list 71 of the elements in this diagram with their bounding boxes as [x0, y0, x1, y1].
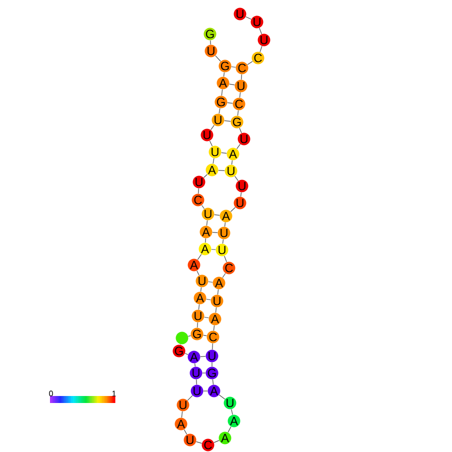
backbone-line [209, 140, 213, 146]
backbone-line [224, 222, 226, 227]
backbone-line [240, 192, 242, 197]
backbone-line [212, 343, 213, 350]
backbone-line [184, 353, 188, 355]
backbone-line [222, 239, 224, 244]
backbone-line [231, 409, 233, 415]
base-pair-line [203, 334, 207, 336]
base-pair-line [211, 249, 216, 250]
backbone-line [221, 89, 223, 96]
backbone-line [237, 110, 239, 116]
backbone-line [224, 256, 227, 262]
base-pair-line [229, 84, 235, 86]
base-pair-line [202, 372, 206, 374]
base-pair-line [203, 390, 208, 392]
backbone-line [200, 287, 202, 292]
base-pair-line [204, 316, 209, 318]
nucleotide-circle [176, 332, 188, 344]
backbone-line [198, 304, 200, 310]
backbone-line [201, 204, 205, 210]
backbone-line [188, 335, 192, 337]
base-pair-line [206, 298, 211, 300]
backbone-line [228, 426, 232, 433]
backbone-line [236, 144, 240, 150]
backbone-line [218, 394, 226, 400]
backbone-line [217, 289, 219, 295]
backbone-line [215, 55, 221, 62]
backbone-line [231, 160, 233, 165]
backbone-line [181, 411, 183, 418]
backbone-line [218, 108, 220, 114]
backbone-line [246, 16, 252, 20]
backbone-line [234, 176, 238, 182]
backbone-line [241, 74, 242, 80]
backbone-line [203, 174, 208, 178]
base-pair-line [218, 170, 225, 171]
backbone-line [210, 124, 214, 130]
backbone-line [212, 158, 214, 164]
backbone-line [197, 322, 198, 328]
backbone-line [212, 379, 214, 385]
colorbar-label: 0 [49, 390, 53, 396]
base-pair-line [231, 66, 236, 68]
backbone-line [184, 429, 188, 435]
backbone-line [222, 273, 226, 278]
backbone-line [213, 325, 215, 331]
base-pair-line [212, 232, 218, 233]
backbone-line [205, 238, 206, 243]
backbone-line [194, 363, 196, 367]
base-pair-line [208, 281, 213, 283]
backbone-line [210, 40, 211, 45]
base-pair-line [214, 214, 220, 216]
backbone-line [259, 28, 262, 34]
backbone-line [230, 207, 236, 212]
backbone-line [196, 441, 202, 444]
base-pair-line [227, 102, 233, 104]
backbone-line [215, 307, 217, 313]
base-pair-line [224, 120, 231, 122]
backbone-line [196, 379, 197, 385]
backbone-line [214, 440, 220, 443]
backbone-line [197, 254, 202, 260]
backbone-line [223, 72, 225, 77]
base-pair-line [200, 356, 206, 357]
backbone-line [187, 395, 193, 401]
backbone-line [196, 270, 200, 276]
backbone-line [198, 188, 199, 194]
backbone-line [260, 46, 262, 52]
backbone-line [239, 128, 242, 134]
backbone-line [206, 220, 208, 226]
backbone-line [239, 92, 241, 98]
colorbar-label: 1 [112, 390, 116, 396]
backbone-line [247, 61, 253, 65]
base-pair-line [221, 152, 227, 154]
